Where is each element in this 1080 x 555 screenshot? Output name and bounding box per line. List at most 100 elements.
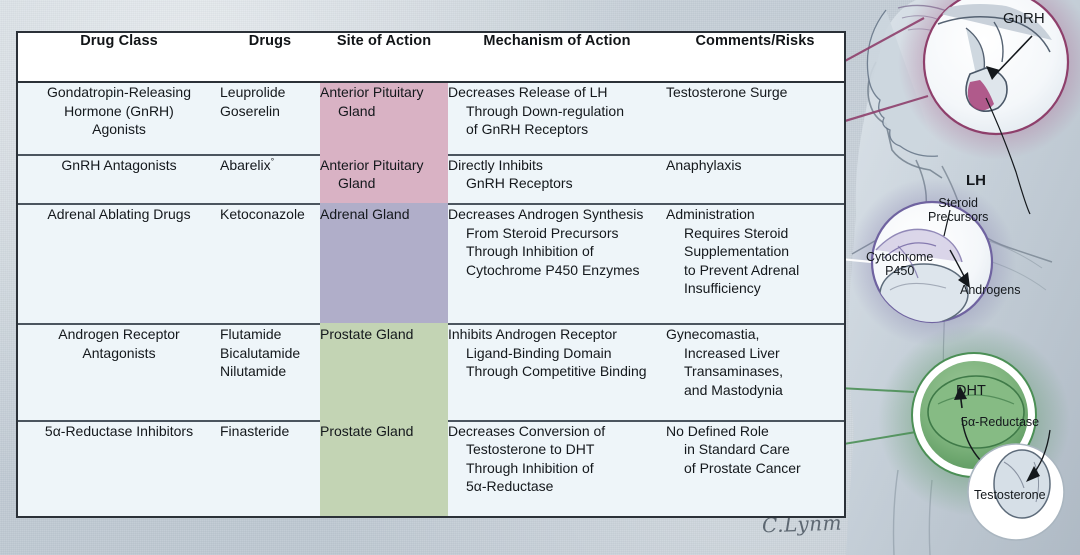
- text-line: Testosterone to DHT: [466, 441, 595, 458]
- drug-table: Drug Class Drugs Site of Action Mechanis…: [18, 33, 844, 516]
- text-line: No Defined Role: [666, 422, 769, 439]
- text-line: Adrenal Ablating Drugs: [47, 206, 191, 223]
- text-line: Gland: [338, 102, 376, 119]
- cell-drugs: Abarelix°: [220, 153, 320, 205]
- cell-comments-risks: Testosterone Surge: [666, 82, 844, 155]
- text-line: Androgen Receptor: [58, 326, 180, 343]
- text-line: Agonists: [92, 121, 146, 137]
- cell-site-of-action: Prostate Gland: [320, 323, 448, 422]
- label-steroid-line1: Steroid: [938, 196, 979, 210]
- cell-mechanism-of-action: Decreases Conversion of Testosterone to D…: [448, 419, 666, 516]
- text-line: to Prevent Adrenal: [684, 261, 800, 278]
- text-line: GnRH Receptors: [466, 175, 573, 192]
- text-line: GnRH Antagonists: [61, 156, 177, 173]
- cell-comments-risks: Anaphylaxis: [666, 153, 844, 205]
- cell-site-of-action: Prostate Gland: [320, 419, 448, 516]
- text-line: of GnRH Receptors: [466, 121, 589, 137]
- text-line: of Prostate Cancer: [684, 459, 801, 476]
- label-gnrh: GnRH: [1003, 10, 1045, 27]
- text-line: 5α-Reductase: [466, 478, 554, 495]
- cell-drugs: Ketoconazole: [220, 203, 320, 325]
- cell-drug-class: 5α-Reductase Inhibitors: [18, 419, 220, 516]
- text-line: Cytochrome P450 Enzymes: [466, 261, 640, 278]
- text-line: Nilutamide: [220, 363, 287, 380]
- table-header: Drug Class Drugs Site of Action Mechanis…: [18, 33, 844, 83]
- text-line: Requires Steroid: [684, 224, 789, 241]
- header-comments-risks: Comments/Risks: [666, 33, 844, 83]
- anatomical-illustration: GnRH LH Steroid Precursors Cytochrome P4…: [846, 0, 1080, 555]
- header-mechanism-of-action: Mechanism of Action: [448, 33, 666, 83]
- text-line: Supplementation: [684, 243, 790, 260]
- text-line: Finasteride: [220, 422, 290, 439]
- text-line: Adrenal Gland: [320, 206, 410, 223]
- text-line: Anterior Pituitary: [320, 84, 424, 100]
- header-site-of-action: Site of Action: [320, 33, 448, 83]
- pituitary-callout: [922, 0, 1070, 215]
- text-line: Antagonists: [82, 344, 156, 361]
- label-cytochrome-p450: Cytochrome P450: [866, 250, 933, 278]
- text-line: Leuprolide: [220, 84, 286, 100]
- text-line: Decreases Androgen Synthesis: [448, 206, 644, 223]
- text-line: Through Competitive Binding: [466, 363, 647, 380]
- text-line: Anaphylaxis: [666, 156, 742, 173]
- text-line: Testosterone Surge: [666, 84, 788, 100]
- text-line: Administration: [666, 206, 755, 223]
- text-line: Gland: [338, 175, 376, 192]
- text-line: in Standard Care: [684, 441, 790, 458]
- text-line: Decreases Release of LH: [448, 84, 608, 100]
- text-line: Through Inhibition of: [466, 459, 594, 476]
- header-drugs: Drugs: [220, 33, 320, 83]
- text-line: Prostate Gland: [320, 422, 414, 439]
- label-lh: LH: [966, 172, 986, 189]
- text-line: Prostate Gland: [320, 326, 414, 343]
- label-cytochrome-line1: Cytochrome: [866, 250, 934, 264]
- text-line: Decreases Conversion of: [448, 422, 606, 439]
- label-5-alpha-reductase: 5α-Reductase: [961, 415, 1040, 429]
- text-line: Insufficiency: [684, 280, 761, 297]
- text-line: Gynecomastia,: [666, 326, 760, 343]
- label-cytochrome-line2: P450: [885, 264, 915, 278]
- adrenal-callout: [870, 200, 994, 324]
- text-line: Anterior Pituitary: [320, 156, 424, 173]
- text-line: Flutamide: [220, 326, 282, 343]
- text-line: Through Down-regulation: [466, 102, 624, 119]
- table-row: 5α-Reductase Inhibitors Finasteride Prosta…: [18, 419, 844, 516]
- label-testosterone: Testosterone: [974, 488, 1046, 502]
- prostate-callout: [911, 352, 1037, 479]
- header-drug-class: Drug Class: [18, 33, 220, 83]
- text-line: Ketoconazole: [220, 206, 305, 223]
- label-androgens: Androgens: [960, 283, 1021, 297]
- cell-site-of-action: Adrenal Gland: [320, 203, 448, 325]
- text-line: From Steroid Precursors: [466, 224, 619, 241]
- label-dht: DHT: [956, 383, 986, 399]
- drug-table-container: Drug Class Drugs Site of Action Mechanis…: [16, 31, 846, 518]
- drug-footnote-marker: °: [270, 156, 275, 167]
- text-line: Directly Inhibits: [448, 156, 543, 173]
- header-row: Drug Class Drugs Site of Action Mechanis…: [18, 33, 844, 83]
- text-line: 5α-Reductase Inhibitors: [44, 422, 194, 439]
- leader-lines: [846, 17, 929, 445]
- text-line: and Mastodynia: [684, 381, 783, 398]
- label-steroid-line2: Precursors: [928, 210, 989, 224]
- text-line: Increased Liver: [684, 344, 780, 361]
- label-steroid-precursors: Steroid Precursors: [928, 196, 988, 224]
- text-line: Gondatropin-Releasing: [47, 84, 191, 100]
- cell-drug-class: GnRH Antagonists: [18, 153, 220, 205]
- text-line: Abarelix°: [220, 156, 275, 173]
- testosterone-callout: [967, 429, 1065, 541]
- table-row: GnRH Antagonists Abarelix° Anterior Pituit…: [18, 153, 844, 205]
- text-line: Inhibits Androgen Receptor: [448, 326, 617, 343]
